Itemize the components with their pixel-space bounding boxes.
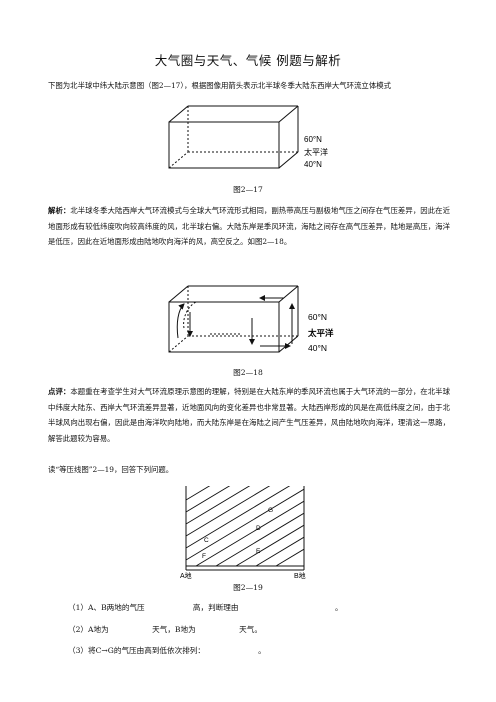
question-2: （2）A地为 天气，B地为 天气。 (68, 625, 262, 634)
fig18-lat-bottom: 40°N (308, 343, 327, 353)
comment-label: 点评： (48, 387, 71, 396)
analysis-paragraph: 解析：北半球冬季大陆西岸大气环流模式与全球大气环流形式相同，副热带高压与副极地气… (48, 203, 450, 250)
fig17-caption: 图2—17 (233, 185, 263, 194)
page-title: 大气圈与天气、气候 例题与解析 (154, 53, 342, 68)
circulation-arrows (176, 295, 295, 349)
label-f: F (202, 553, 206, 560)
comment-text: 本题重在考查学生对大气环流原理示意图的理解，特别是在大陆东岸的季风环流也属于大气… (48, 387, 450, 443)
fig17-lat-bottom: 40°N (304, 160, 322, 169)
figure-2-19: G D C E F A地 B地 (180, 486, 306, 580)
fig19-caption: 图2—19 (233, 583, 263, 592)
label-b-location: B地 (294, 571, 306, 580)
label-d: D (256, 525, 261, 532)
label-e: E (256, 548, 261, 555)
question-3: （3）将C→G的气压由高到低依次排列： 。 (68, 646, 266, 655)
intro-paragraph: 下图为北半球中纬大陆示意图（图2—17），根据图像用箭头表示北半球冬季大陆东西岸… (48, 81, 391, 90)
comment-paragraph: 点评：本题重在考查学生对大气环流原理示意图的理解，特别是在大陆东岸的季风环流也属… (48, 384, 450, 446)
label-c: C (204, 537, 209, 544)
read-prompt: 读“等压线图”2—19，回答下列问题。 (48, 465, 174, 474)
analysis-label: 解析： (48, 206, 71, 215)
analysis-text: 北半球冬季大陆西岸大气环流模式与全球大气环流形式相同，副热带高压与副极地气压之间… (48, 206, 450, 246)
question-1: （1）A、B两地的气压 高，判断理由 。 (68, 603, 343, 612)
fig17-ocean-label: 太平洋 (304, 147, 328, 157)
figure-2-18: 60°N 太平洋 40°N (168, 285, 334, 353)
fig17-lat-top: 60°N (304, 135, 322, 144)
label-g: G (268, 507, 273, 514)
fig18-lat-top: 60°N (308, 312, 327, 322)
label-a-location: A地 (180, 571, 192, 580)
isobar-lines (186, 486, 304, 567)
fig18-caption: 图2—18 (233, 368, 263, 377)
figure-2-17: 60°N 太平洋 40°N (168, 105, 328, 169)
fig18-ocean-label: 太平洋 (307, 328, 334, 338)
